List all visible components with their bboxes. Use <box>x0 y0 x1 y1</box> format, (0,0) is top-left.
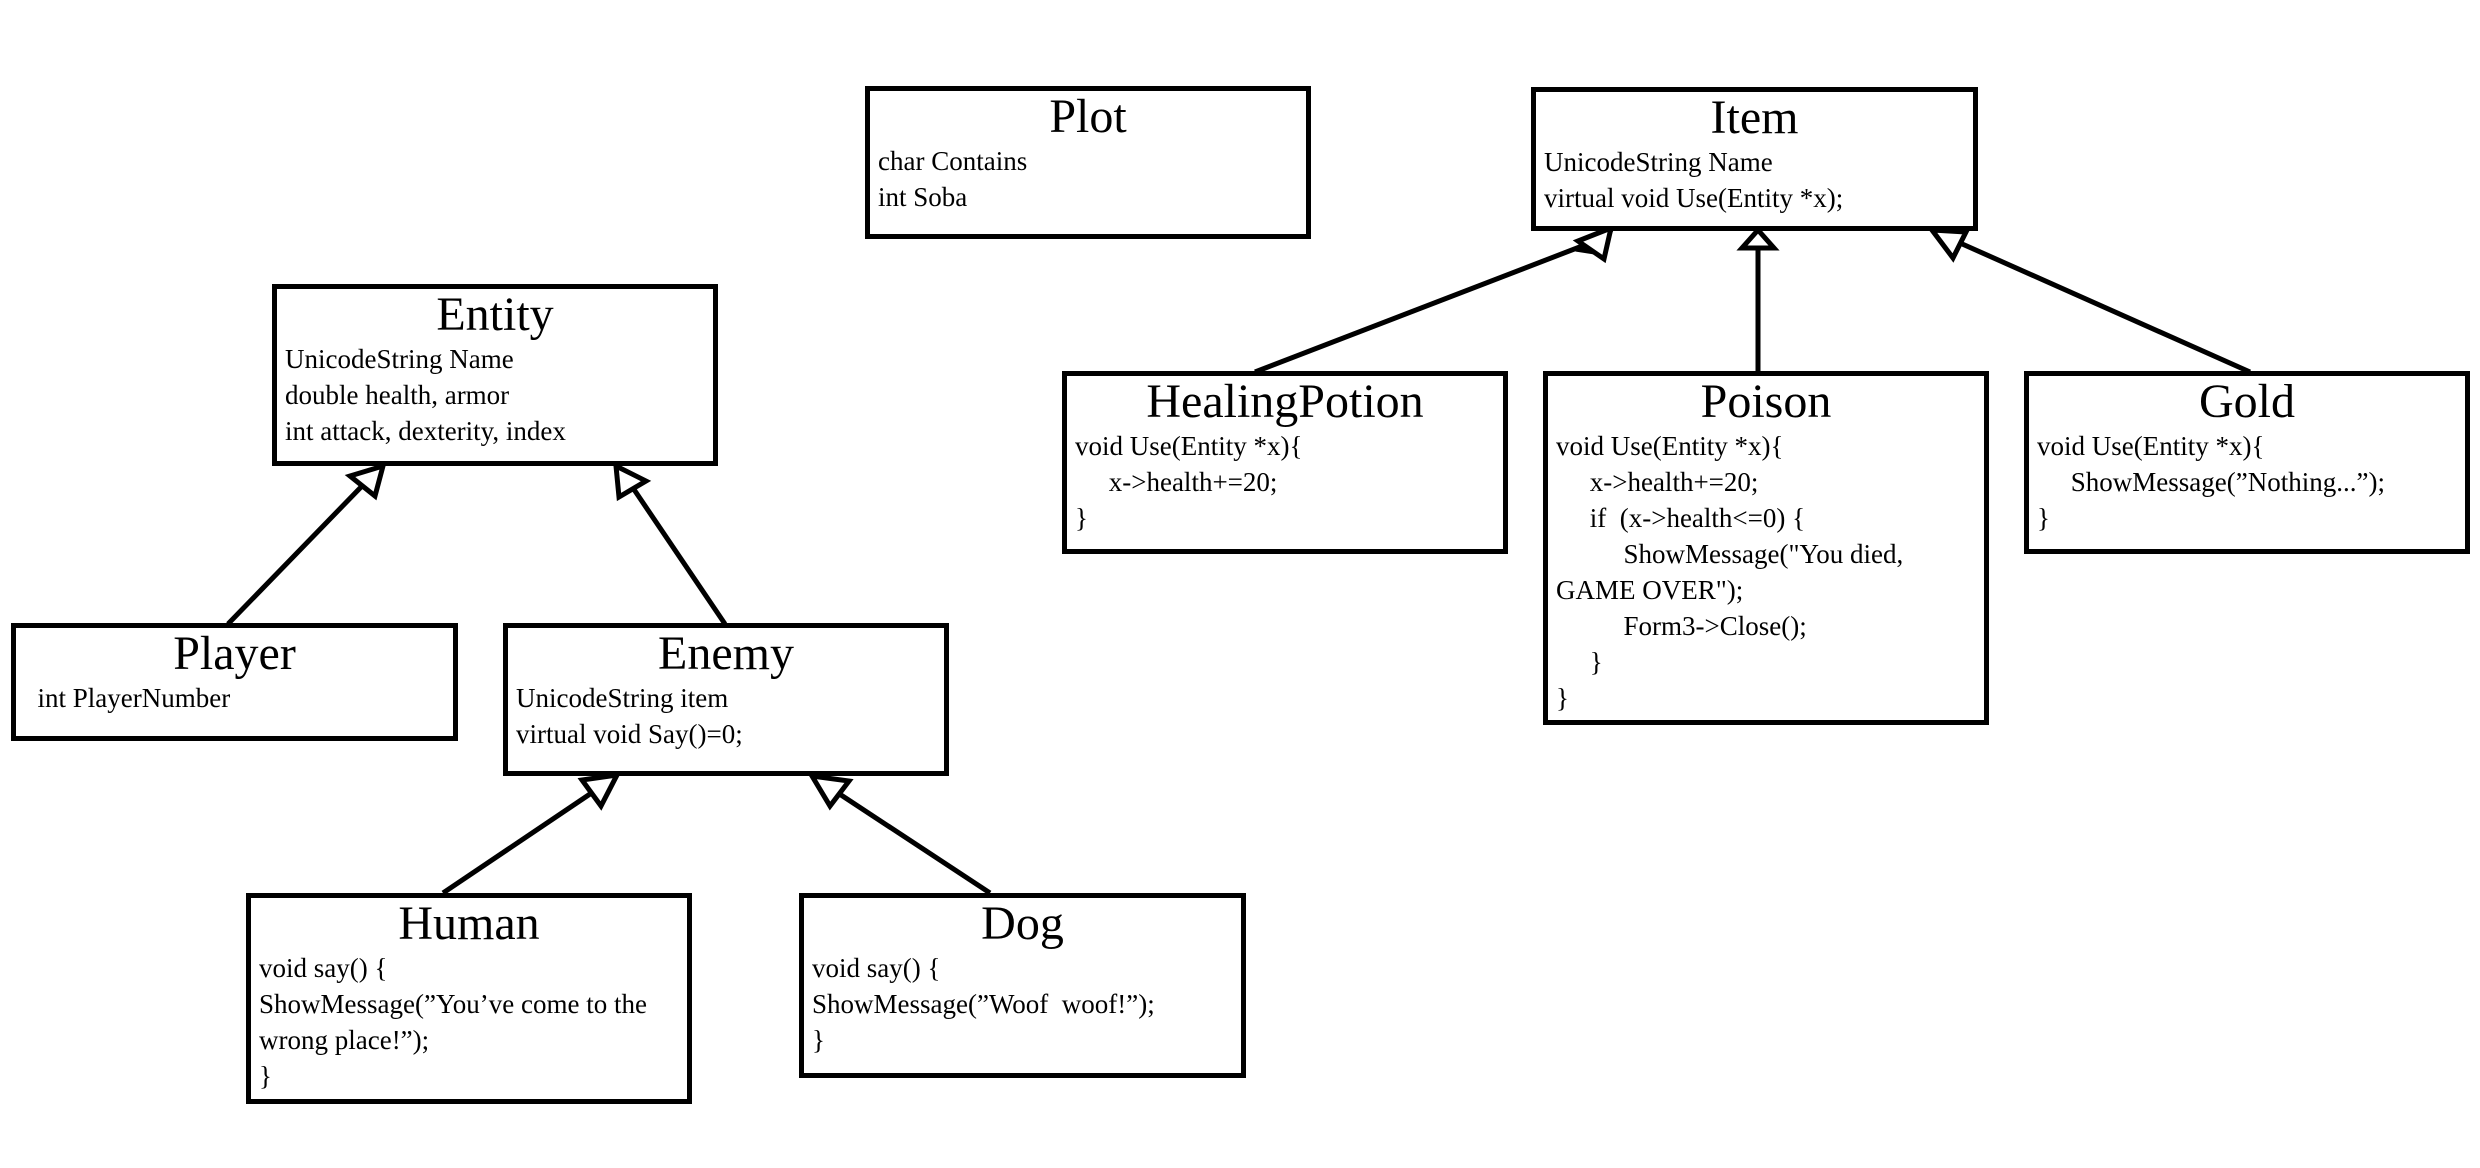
class-member: ShowMessage(”You’ve come to the <box>259 989 647 1019</box>
class-box-entity: Entity UnicodeString Name double health,… <box>272 284 718 466</box>
class-member: Form3->Close(); <box>1556 611 1807 641</box>
arrow-player-entity <box>226 483 365 626</box>
class-name: Entity <box>436 288 554 341</box>
class-box-plot: Plot char Contains int Soba <box>865 86 1311 239</box>
class-member: int attack, dexterity, index <box>285 416 566 446</box>
class-name: Gold <box>2199 375 2295 428</box>
class-member: char Contains <box>878 146 1028 176</box>
class-member: GAME OVER"); <box>1556 575 1744 605</box>
class-box-item: Item UnicodeString Name virtual void Use… <box>1531 87 1978 231</box>
class-member: int PlayerNumber <box>24 683 231 713</box>
class-name: Player <box>173 627 296 680</box>
class-member: ShowMessage(”Woof woof!”); <box>812 989 1155 1019</box>
class-box-enemy: Enemy UnicodeString item virtual void Sa… <box>503 623 949 776</box>
class-box-healingpotion: HealingPotion void Use(Entity *x){ x->he… <box>1062 371 1508 554</box>
arrow-enemy-entity <box>630 486 728 626</box>
class-member: } <box>1556 647 1603 677</box>
class-member: x->health+=20; <box>1075 467 1278 497</box>
class-member: } <box>1075 503 1088 533</box>
class-name: Poison <box>1700 375 1832 428</box>
class-member: int Soba <box>878 182 968 212</box>
class-name: Enemy <box>658 627 794 680</box>
arrowhead-poison-item <box>1736 226 1780 251</box>
arrow-gold-item <box>1958 240 2252 375</box>
class-member: UnicodeString Name <box>285 344 514 374</box>
class-member: void Use(Entity *x){ <box>1075 431 1303 461</box>
class-member: } <box>2037 503 2050 533</box>
class-name: Item <box>1710 91 1799 144</box>
class-member: void say() { <box>812 953 941 983</box>
class-member: void Use(Entity *x){ <box>2037 431 2265 461</box>
class-member: ShowMessage(”Nothing...”); <box>2037 467 2385 497</box>
class-member: void Use(Entity *x){ <box>1556 431 1784 461</box>
class-member: double health, armor <box>285 380 510 410</box>
class-member: x->health+=20; <box>1556 467 1759 497</box>
class-box-gold: Gold void Use(Entity *x){ ShowMessage(”N… <box>2024 371 2470 554</box>
arrowhead-gold-item <box>1926 227 1970 263</box>
class-member: } <box>812 1025 825 1055</box>
arrow-human-enemy <box>441 789 595 896</box>
class-member: } <box>259 1061 272 1091</box>
class-member: } <box>1556 683 1569 713</box>
class-member: ShowMessage("You died, <box>1556 539 1904 569</box>
class-box-dog: Dog void say() { ShowMessage(”Woof woof!… <box>799 893 1246 1078</box>
class-name: HealingPotion <box>1146 375 1424 428</box>
arrowhead-player-entity <box>344 462 387 501</box>
class-member: if (x->health<=0) { <box>1556 503 1806 533</box>
class-member: virtual void Say()=0; <box>516 719 743 749</box>
class-name: Dog <box>981 897 1064 950</box>
class-member: wrong place!”); <box>259 1025 430 1055</box>
class-member: virtual void Use(Entity *x); <box>1544 183 1844 213</box>
class-member: UnicodeString item <box>516 683 729 713</box>
class-box-poison: Poison void Use(Entity *x){ x->health+=2… <box>1543 371 1989 725</box>
class-member: UnicodeString Name <box>1544 147 1773 177</box>
arrow-healingpotion-item <box>1254 240 1591 375</box>
arrowhead-human-enemy <box>577 771 622 811</box>
class-name: Human <box>398 897 540 950</box>
arrowhead-dog-enemy <box>807 772 854 811</box>
arrowhead-enemy-entity <box>613 461 652 502</box>
arrow-dog-enemy <box>836 790 992 896</box>
class-box-human: Human void say() { ShowMessage(”You’ve c… <box>246 893 692 1104</box>
class-box-player: Player int PlayerNumber <box>11 623 458 741</box>
class-name: Plot <box>1049 90 1127 143</box>
class-member: void say() { <box>259 953 388 983</box>
